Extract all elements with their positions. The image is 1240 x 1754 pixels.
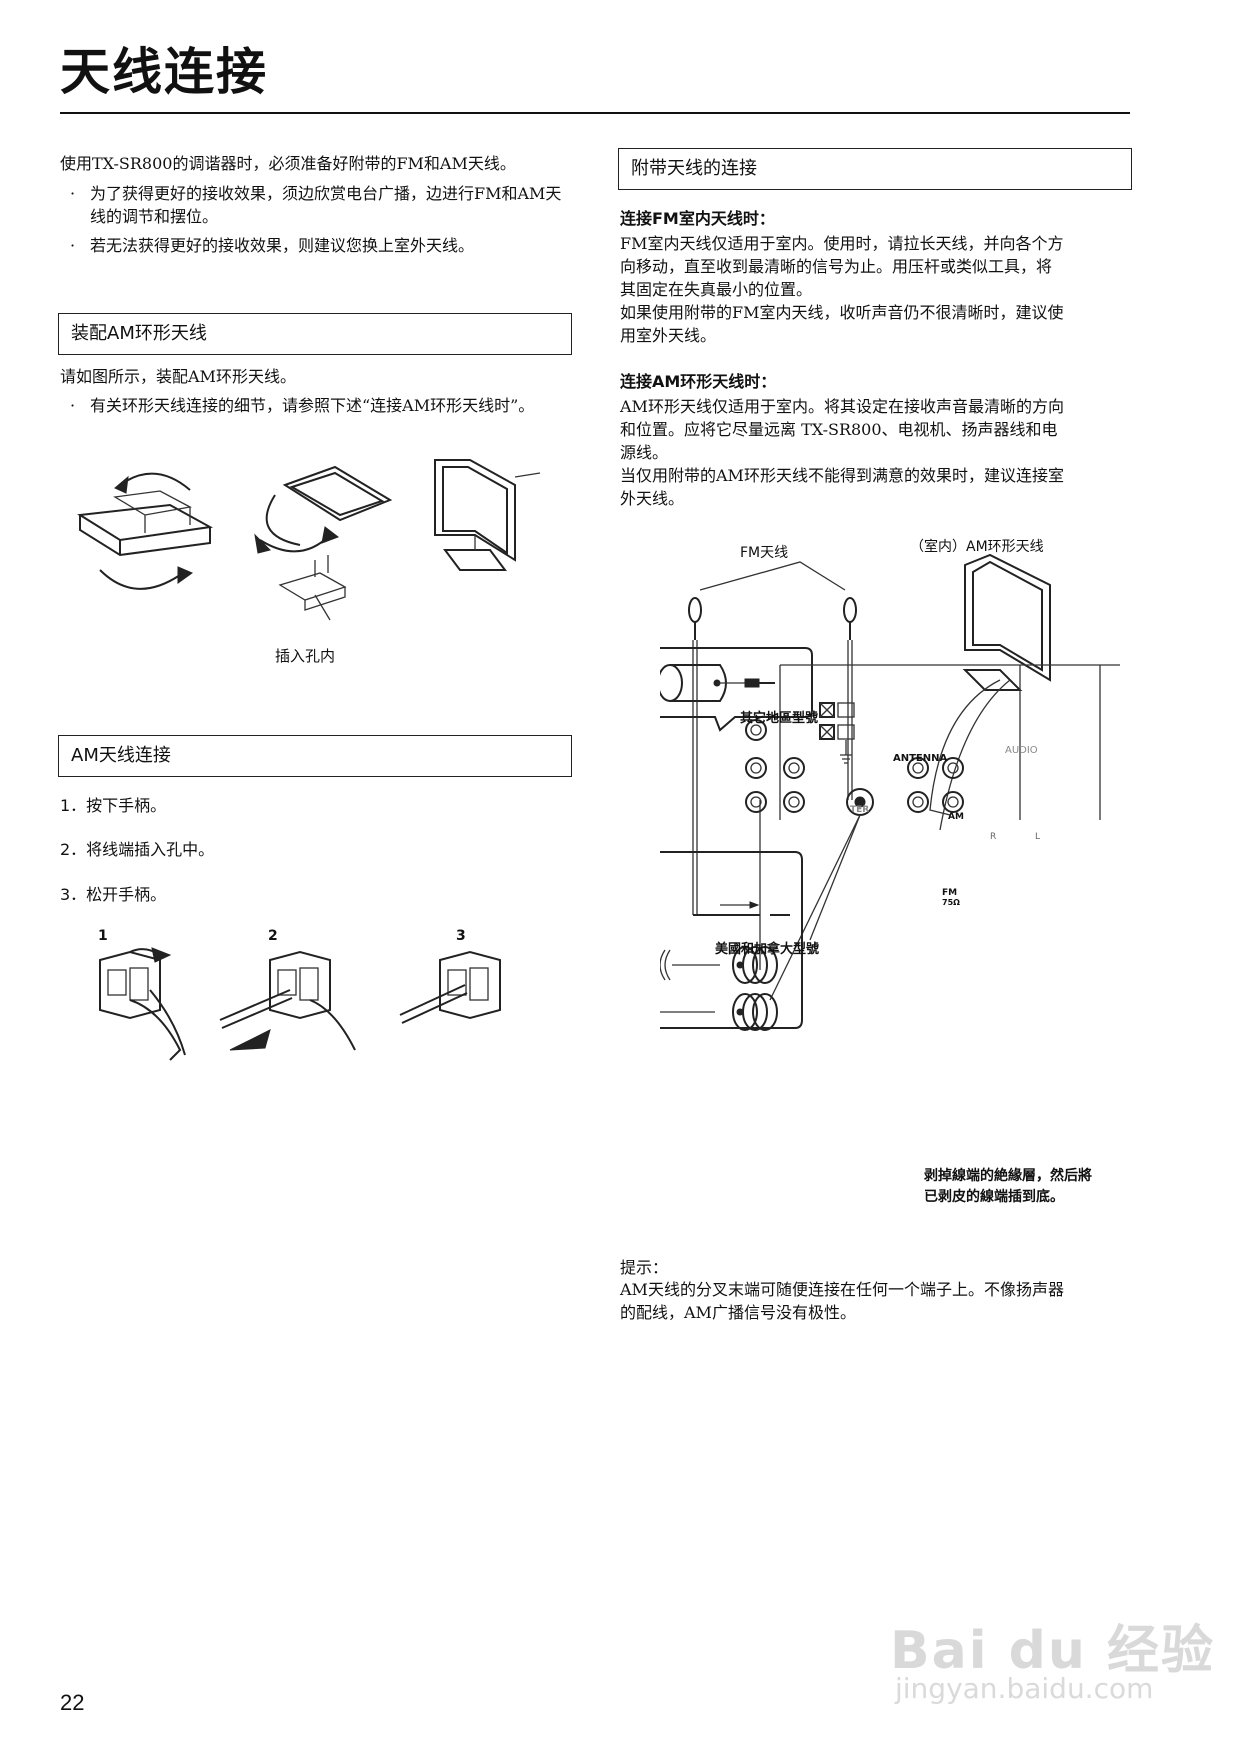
step-1: 1．按下手柄。 — [60, 796, 167, 815]
baidu-watermark-brand: Bai du 经验 — [890, 1621, 1215, 1681]
fig-step-number-1: 1 — [98, 928, 108, 944]
fig-step-number-3: 3 — [456, 928, 466, 944]
am-terminal-label: AM — [948, 812, 964, 822]
intro-bullet-1: · 为了获得更好的接收效果，须边欣赏电台广播，边进行FM和AM天线的调节和摆位。 — [70, 184, 562, 226]
usa-canada-label: 美國和加拿大型號 — [715, 942, 820, 957]
ter-label: TER — [850, 805, 870, 815]
loop-base-illustration — [77, 472, 214, 590]
section-heading-assemble: 装配AM环形天线 — [58, 313, 572, 355]
fm-terminal-label: FM — [942, 888, 958, 898]
baidu-watermark-url: jingyan.baidu.com — [895, 1672, 1154, 1705]
audio-r-label: R — [990, 832, 997, 842]
step-3: 3．松开手柄。 — [60, 885, 167, 904]
other-region-inset — [660, 647, 813, 732]
terminal-insert-illustration — [219, 950, 356, 1051]
fm-antenna-label: FM天线 — [740, 545, 789, 561]
antenna-panel-label: ANTENNA — [893, 753, 948, 764]
section-heading-am-connect: AM天线连接 — [58, 735, 572, 777]
loop-insert-illustration — [254, 465, 393, 621]
usa-canada-inset — [660, 851, 803, 1031]
fm-subheading: 连接FM室内天线时： — [620, 209, 775, 228]
intro-text: 使用TX-SR800的调谐器时，必须准备好附带的FM和AM天线。 — [60, 154, 516, 173]
page-number: 22 — [60, 1690, 85, 1715]
step-2: 2．将线端插入孔中。 — [60, 840, 215, 859]
terminal-release-illustration — [399, 950, 501, 1024]
fig-step-number-2: 2 — [268, 928, 278, 944]
intro-bullet-2: · 若无法获得更好的接收效果，则建议您换上室外天线。 — [70, 236, 475, 255]
page-title: 天线连接 — [60, 43, 268, 101]
loop-assembled-illustration — [434, 459, 541, 571]
am-loop-antenna — [929, 553, 1051, 831]
am-loop-assembly-figure — [77, 459, 541, 621]
tip-heading: 提示： — [620, 1258, 669, 1277]
am-subheading: 连接AM环形天线时： — [620, 372, 777, 391]
audio-l-label: L — [1035, 832, 1041, 842]
receiver-rear-panel — [745, 664, 1120, 1001]
assemble-text: 请如图所示，装配AM环形天线。 — [60, 367, 296, 386]
am-text: AM环形天线仅适用于室内。将其设定在接收声音最清晰的方向 和位置。应将它尽量远离… — [620, 397, 1064, 508]
fm-text: FM室内天线仅适用于室内。使用时，请拉长天线，并向各个方 向移动，直至收到最清晰… — [620, 234, 1064, 345]
strip-wire-note: 剥掉線端的絶緣層，然后將 已剥皮的線端插到底。 — [924, 1168, 1092, 1205]
fm-antenna-wire — [688, 561, 857, 970]
terminal-steps-figure — [99, 947, 501, 1061]
section-heading-supplied: 附带天线的连接 — [618, 148, 1132, 190]
assemble-bullet: · 有关环形天线连接的细节，请参照下述“连接AM环形天线时”。 — [70, 396, 535, 415]
antenna-connection-diagram — [660, 553, 1120, 1031]
terminal-press-illustration — [99, 947, 186, 1061]
fm-ohm-label: 75Ω — [942, 898, 960, 907]
title-divider — [60, 112, 1130, 114]
audio-panel-label: AUDIO — [1005, 745, 1038, 756]
am-loop-antenna-label: （室内）AM环形天线 — [910, 539, 1044, 555]
insert-hole-label: 插入孔内 — [275, 647, 336, 665]
tip-text: AM天线的分叉末端可随便连接在任何一个端子上。不像扬声器 的配线，AM广播信号没… — [620, 1280, 1064, 1322]
other-regions-label: 其它地區型號 — [740, 711, 819, 726]
